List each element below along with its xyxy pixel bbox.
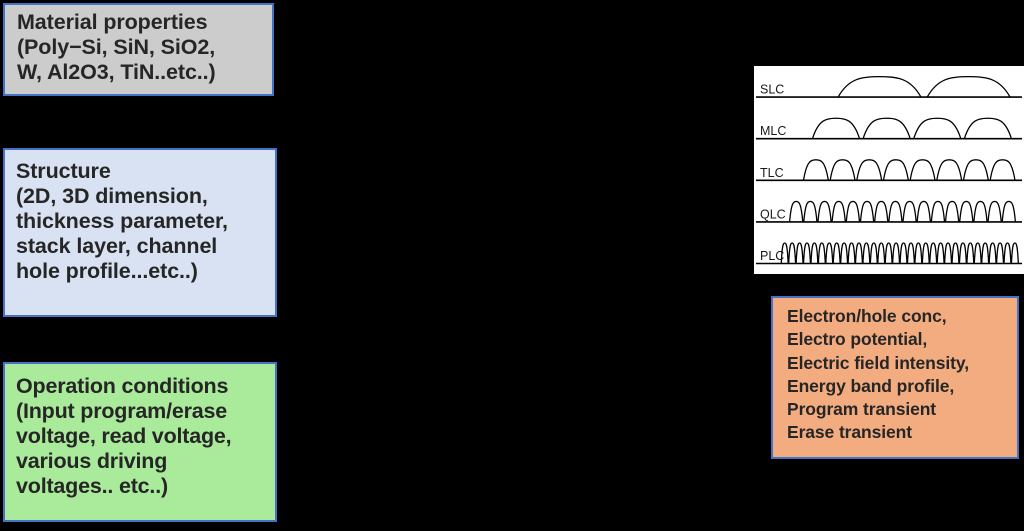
structure-box: Structure (2D, 3D dimension, thickness p… [3, 148, 277, 317]
cell-distribution-plc [780, 242, 1019, 264]
cell-distribution-svg: SLC MLC TLC QLC PLC [756, 75, 1022, 265]
cell-label-plc: PLC [760, 249, 784, 263]
cell-level-distribution-diagram: SLC MLC TLC QLC PLC [753, 65, 1024, 275]
cell-distribution-qlc [788, 200, 1017, 222]
operation-conditions-box: Operation conditions (Input program/eras… [3, 362, 277, 522]
cell-label-tlc: TLC [760, 166, 784, 180]
cell-distribution-tlc [802, 159, 1016, 181]
cell-distribution-slc [837, 75, 1011, 98]
simulation-outputs-box: Electron/hole conc, Electro potential, E… [771, 296, 1019, 459]
cell-distribution-mlc [811, 117, 1013, 139]
cell-label-slc: SLC [760, 83, 784, 97]
cell-label-mlc: MLC [760, 124, 786, 138]
material-properties-box: Material properties (Poly−Si, SiN, SiO2,… [3, 3, 274, 96]
cell-label-qlc: QLC [760, 207, 786, 221]
